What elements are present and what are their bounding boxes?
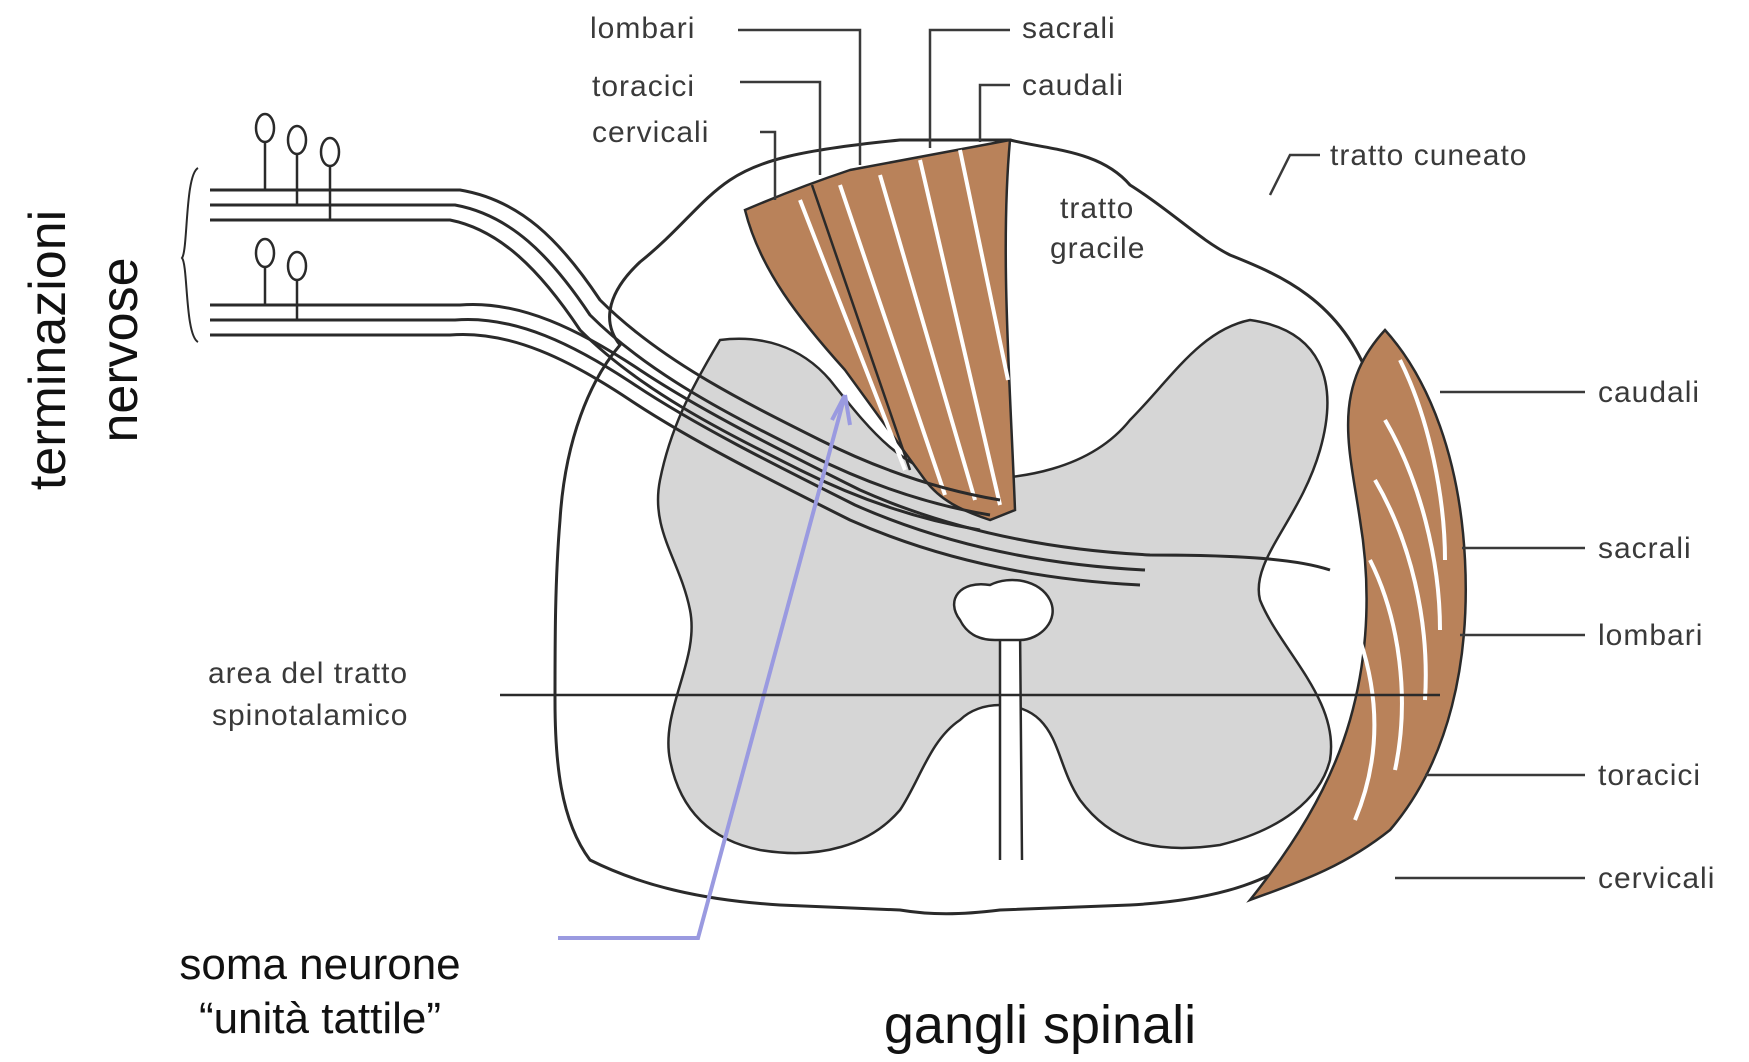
nerve-endings — [256, 114, 339, 320]
ventral-fissure — [954, 580, 1053, 640]
caption-soma-neurone: soma neurone “unità tattile” — [130, 938, 510, 1046]
label-top-lombari: lombari — [590, 12, 695, 45]
label-right-sacrali: sacrali — [1598, 532, 1692, 565]
label-top-toracici: toracici — [592, 70, 695, 103]
caption-gangli-spinali: gangli spinali — [820, 995, 1260, 1055]
caption-soma-line2: “unità tattile” — [130, 992, 510, 1046]
nerve-endings-bracket — [182, 168, 198, 342]
label-top-cervicali: cervicali — [592, 116, 709, 149]
label-spinothalamic-2: spinotalamico — [212, 699, 408, 732]
label-right-lombari: lombari — [1598, 619, 1703, 652]
label-right-cervicali: cervicali — [1598, 862, 1715, 895]
caption-terminazioni: terminazioni — [18, 180, 78, 520]
central-canal — [1000, 617, 1022, 860]
label-tratto-cuneato: tratto cuneato — [1330, 139, 1527, 172]
caption-terminazioni-text: terminazioni — [19, 210, 77, 490]
label-top-sacrali: sacrali — [1022, 12, 1116, 45]
label-right-toracici: toracici — [1598, 759, 1701, 792]
caption-soma-line1: soma neurone — [130, 938, 510, 992]
label-tratto-gracile-2: gracile — [1050, 232, 1145, 265]
label-tratto-gracile-1: tratto — [1060, 192, 1134, 225]
caption-nervose: nervose — [90, 200, 150, 500]
label-right-caudali: caudali — [1598, 376, 1700, 409]
caption-nervose-text: nervose — [91, 258, 149, 443]
label-top-caudali: caudali — [1022, 69, 1124, 102]
label-spinothalamic-1: area del tratto — [208, 657, 408, 690]
